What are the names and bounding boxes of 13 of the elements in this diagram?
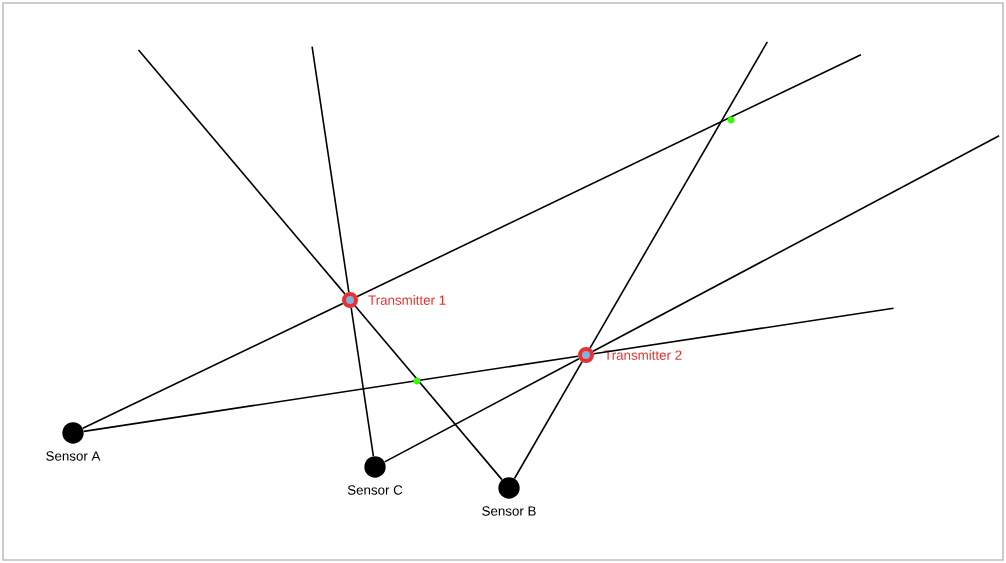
line — [383, 357, 580, 463]
node-label: Sensor B — [482, 506, 536, 516]
node-label: Transmitter 1 — [368, 295, 446, 305]
line — [513, 361, 583, 480]
transmitter-point: Transmitter 2 — [578, 347, 682, 363]
transmitter-point: Transmitter 1 — [342, 292, 446, 308]
node-label: Sensor A — [46, 451, 101, 461]
node-label: Sensor C — [347, 485, 403, 495]
line — [350, 307, 375, 457]
node-label: Transmitter 2 — [604, 350, 682, 360]
line — [354, 305, 503, 481]
line — [82, 302, 344, 430]
line — [83, 355, 579, 433]
